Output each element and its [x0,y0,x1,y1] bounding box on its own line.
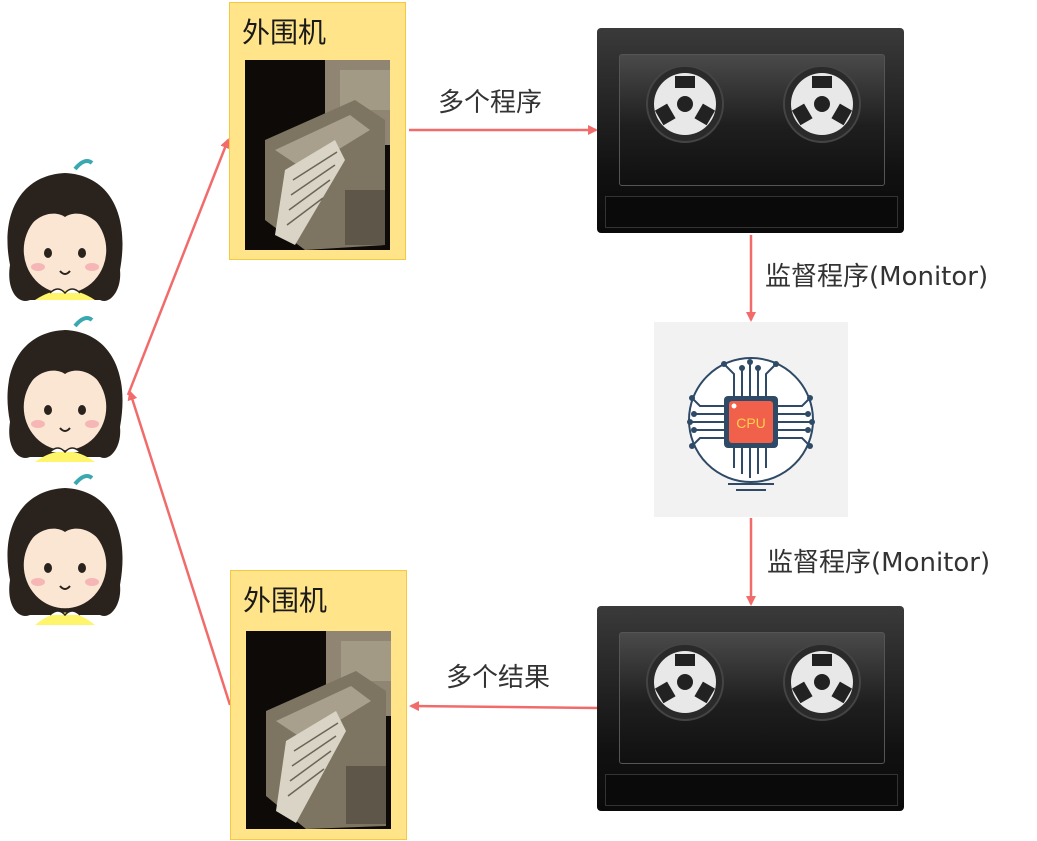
card-reader-photo [246,631,391,829]
tape-reel-icon [783,643,861,721]
label-monitor-bottom: 监督程序(Monitor) [767,548,991,578]
girl-avatar-icon [7,159,123,301]
tape-slot [605,196,898,228]
arrow-tape-to-bottom-peripheral [409,701,599,712]
peripheral-machine-bottom: 外围机 [230,570,407,840]
peripheral-title: 外围机 [242,16,327,49]
tape-drive-bottom [597,606,904,811]
girl-avatar-icon [7,474,123,625]
girl-avatar-icon [7,316,123,462]
label-multiple-results: 多个结果 [446,663,551,693]
card-reader-photo [245,60,390,250]
cpu-panel: CPU [654,322,848,517]
peripheral-title: 外围机 [243,584,328,617]
label-monitor-top: 监督程序(Monitor) [765,262,989,292]
tape-reel-icon [646,65,724,143]
tape-slot [605,774,898,806]
peripheral-machine-top: 外围机 [229,2,406,260]
tape-drive-top [597,28,904,233]
label-multiple-programs: 多个程序 [438,88,543,118]
arrow-users-to-top-peripheral [126,138,230,396]
cpu-label: CPU [736,415,766,431]
tape-reel-icon [783,65,861,143]
arrow-bottom-peripheral-to-users [127,390,232,706]
tape-reel-icon [646,643,724,721]
cpu-chip-icon: CPU [687,357,815,491]
